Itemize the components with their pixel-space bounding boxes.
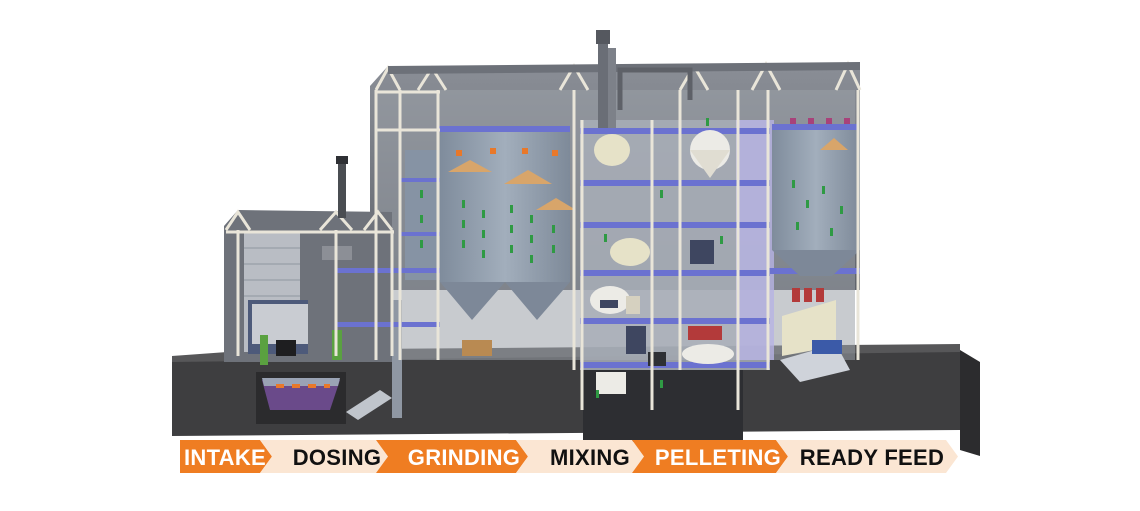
intake-pit [262, 300, 402, 420]
stage-chevron [180, 440, 272, 473]
dosing-silos [405, 132, 576, 356]
stage-chevron [776, 440, 958, 473]
stage-chevrons [180, 440, 958, 473]
stage-label-ready-feed: READY FEED [800, 445, 944, 470]
process-stage-banner: INTAKE DOSING GRINDING MIXING PELLETING … [180, 440, 958, 473]
stage-label-pelleting: PELLETING [655, 445, 781, 470]
intake-shed [224, 156, 394, 365]
stage-label-mixing: MIXING [550, 445, 630, 470]
stage-chevron [516, 440, 644, 473]
stage-labels: INTAKE DOSING GRINDING MIXING PELLETING … [184, 445, 944, 470]
stage-label-intake: INTAKE [184, 445, 266, 470]
stage-chevron [260, 440, 388, 473]
structural-frame [226, 90, 860, 410]
stage-chevron [376, 440, 528, 473]
stage-label-grinding: GRINDING [408, 445, 520, 470]
stage-label-dosing: DOSING [293, 445, 382, 470]
stage-chevron [632, 440, 788, 473]
ready-feed-silos [772, 118, 860, 382]
